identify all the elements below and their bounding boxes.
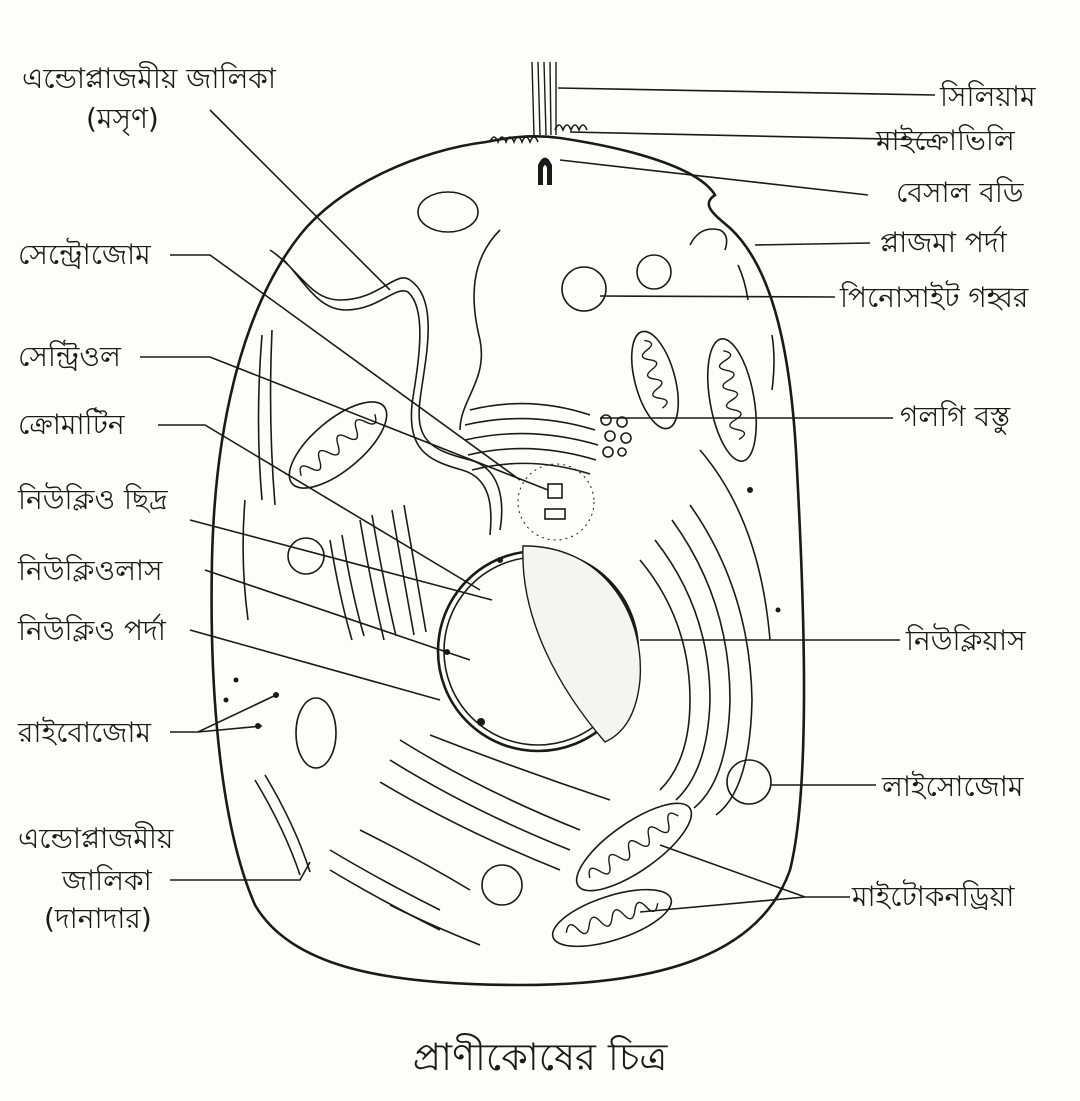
label-microvilli: মাইক্রোভিলি bbox=[875, 124, 1016, 157]
vacuole-bottom bbox=[481, 864, 523, 906]
label-rough-er-3: (দানাদার) bbox=[44, 902, 152, 935]
label-smooth-er-sub: (মসৃণ) bbox=[86, 102, 159, 136]
pinocytic-vacuole bbox=[561, 266, 607, 312]
label-nuclear-pore: নিউক্লিও ছিদ্র bbox=[17, 482, 168, 516]
label-plasma-membrane: প্লাজমা পর্দা bbox=[880, 226, 1008, 259]
label-nucleolus: নিউক্লিওলাস bbox=[17, 553, 163, 587]
golgi-body bbox=[464, 402, 632, 475]
er-left-cisternae bbox=[242, 264, 775, 641]
label-centriole: সেন্ট্রিওল bbox=[18, 340, 122, 373]
smooth-er bbox=[269, 249, 503, 536]
plasma-membrane bbox=[210, 135, 806, 987]
label-golgi-body: গলগি বস্তু bbox=[900, 400, 1011, 434]
plasma-indentation bbox=[689, 228, 728, 251]
label-lysosome: লাইসোজোম bbox=[881, 770, 1024, 803]
label-mitochondria: মাইটোকনড্রিয়া bbox=[851, 879, 1015, 913]
label-rough-er-2: জালিকা bbox=[61, 864, 153, 897]
label-nucleus: নিউক্লিয়াস bbox=[905, 623, 1026, 657]
microvilli bbox=[489, 124, 588, 145]
vacuole-lower-left bbox=[295, 697, 337, 769]
label-ribosome: রাইবোজোম bbox=[17, 716, 151, 749]
label-rough-er-1: এন্ডোপ্লাজমীয় bbox=[18, 821, 174, 855]
basal-body bbox=[538, 157, 552, 185]
leader-lines bbox=[140, 87, 936, 913]
label-nuclear-membrane: নিউক্লিও পর্দা bbox=[17, 613, 167, 647]
mitochondria-group bbox=[288, 330, 757, 948]
vacuole-left bbox=[287, 537, 325, 575]
nucleus bbox=[436, 545, 642, 753]
label-chromatin: ক্রোমাটিন bbox=[18, 407, 126, 441]
centrosome bbox=[517, 463, 595, 541]
centriole-b bbox=[544, 508, 566, 520]
label-pinocytic-vacuole: পিনোসাইট গহ্বর bbox=[839, 280, 1029, 314]
label-basal-body: বেসাল বডি bbox=[896, 176, 1024, 209]
rough-er bbox=[254, 449, 771, 946]
label-centrosome: সেন্ট্রোজোম bbox=[18, 238, 151, 271]
ribosomes bbox=[223, 487, 781, 729]
cilium bbox=[531, 61, 557, 136]
nucleolus bbox=[522, 545, 642, 743]
vacuole-top bbox=[417, 191, 479, 233]
label-cilium: সিলিয়াম bbox=[939, 80, 1036, 113]
centriole bbox=[547, 483, 563, 499]
label-smooth-er: এন্ডোপ্লাজমীয় জালিকা bbox=[22, 61, 277, 95]
smooth-er-branch bbox=[459, 229, 501, 431]
caption: প্রাণীকোষের চিত্র bbox=[413, 1033, 669, 1079]
vacuole-small bbox=[636, 254, 672, 290]
lysosome bbox=[726, 759, 772, 805]
